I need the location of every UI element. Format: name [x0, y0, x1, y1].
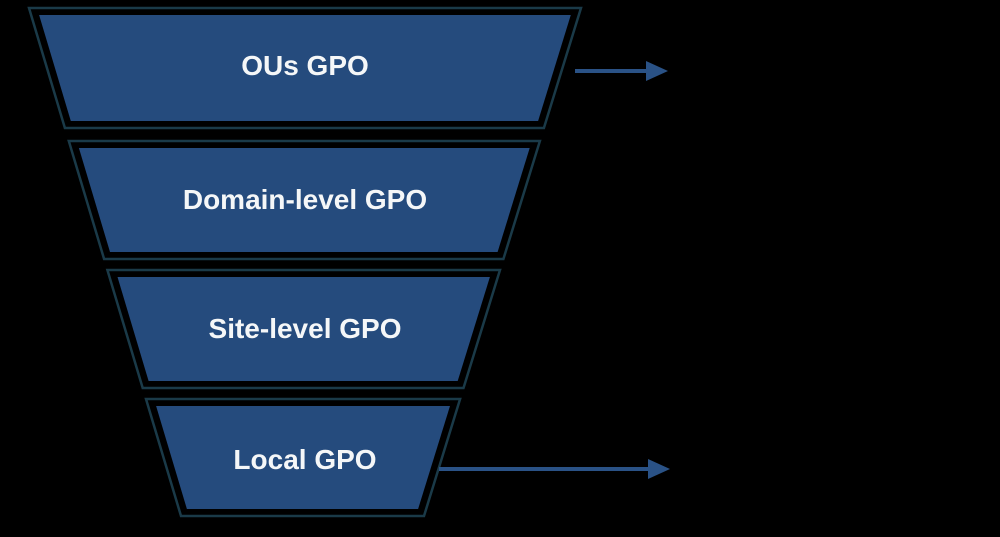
bottom-right-arrow: [439, 459, 670, 479]
funnel-level-domain-gpo-label: Domain-level GPO: [183, 184, 427, 215]
funnel-level-ous-gpo-shape: [39, 15, 571, 121]
bottom-right-arrowhead-icon: [648, 459, 670, 479]
funnel-level-site-gpo-shape: [117, 277, 490, 381]
top-right-arrow: [575, 61, 668, 81]
funnel-level-local-gpo-outline: [144, 397, 462, 518]
funnel-level-domain-gpo-outline: [67, 139, 542, 261]
funnel-level-local-gpo: Local GPO: [144, 397, 462, 518]
funnel-level-site-gpo-outline: [105, 268, 502, 390]
funnel-level-ous-gpo: OUs GPO: [27, 6, 583, 130]
funnel-level-site-gpo-label: Site-level GPO: [209, 313, 402, 344]
funnel-level-ous-gpo-outline: [27, 6, 583, 130]
funnel-level-domain-gpo-shape: [78, 148, 530, 252]
funnel-level-local-gpo-shape: [156, 406, 450, 509]
funnel-level-local-gpo-label: Local GPO: [233, 444, 376, 475]
top-right-arrowhead-icon: [646, 61, 668, 81]
funnel-level-site-gpo: Site-level GPO: [105, 268, 502, 390]
funnel-level-ous-gpo-label: OUs GPO: [241, 50, 369, 81]
funnel-level-domain-gpo: Domain-level GPO: [67, 139, 542, 261]
